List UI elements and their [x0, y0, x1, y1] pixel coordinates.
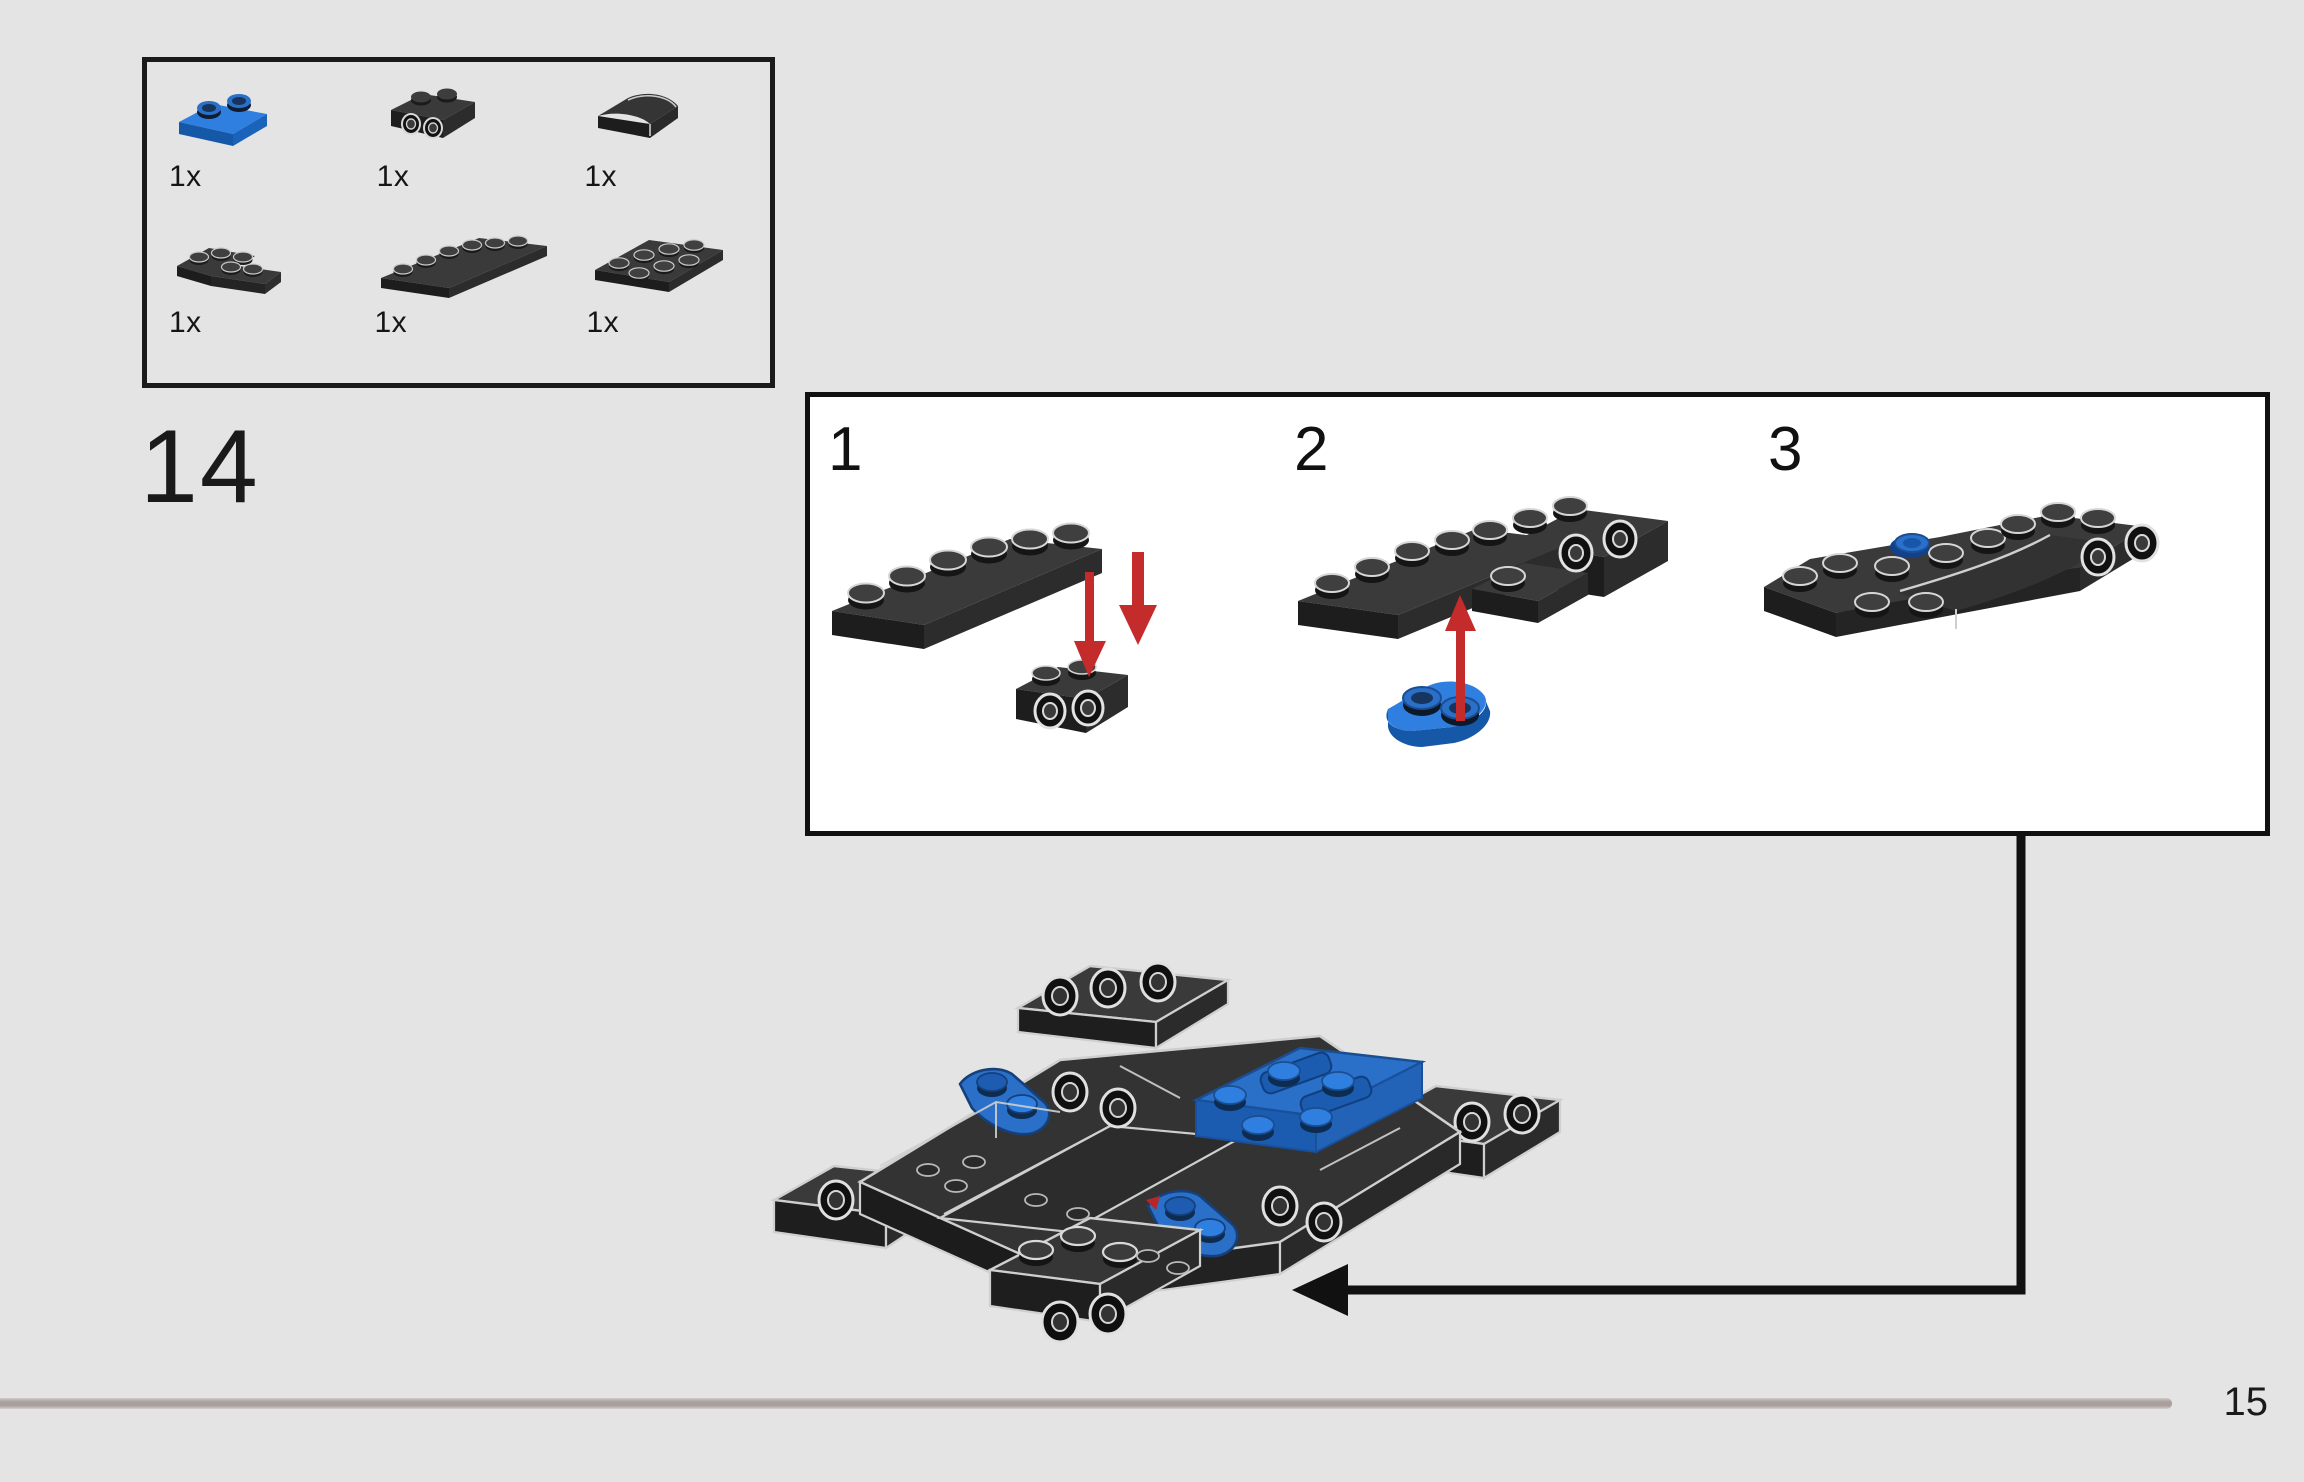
- model-plate-rear-wing: [1014, 961, 1232, 1050]
- part-item-slope-curved-2x2: 1x: [562, 76, 770, 194]
- assembly-arrow-down: [1074, 552, 1157, 677]
- step-number: 14: [140, 409, 260, 525]
- substep-1-illustration: [810, 397, 1298, 831]
- substep-3-illustration: [1750, 397, 2260, 831]
- substep-number: 2: [1294, 415, 1329, 484]
- plate-1x2-blue-icon: [169, 76, 355, 156]
- model-blue-subassembly: [1191, 1046, 1427, 1154]
- parts-row-bottom: 1x: [147, 222, 770, 340]
- parts-inventory-box: 1x: [142, 57, 775, 388]
- substep-2-illustration: [1276, 397, 1764, 831]
- substep-2: 2: [1276, 397, 1764, 831]
- part-count-label: 1x: [169, 160, 202, 193]
- part-item-plate-2x4: 1x: [565, 222, 771, 340]
- model-front-lower-bricks: [986, 1216, 1204, 1344]
- footer-divider: [0, 1398, 2172, 1409]
- substep-1: 1: [810, 397, 1298, 831]
- assembly-arrow-up: [1445, 595, 1476, 721]
- model-blue-capsule-lower: [1146, 1189, 1239, 1258]
- part-item-plate-1x2-blue: 1x: [147, 76, 355, 194]
- substep-3: 3: [1750, 397, 2260, 831]
- model-blue-capsule-upper: [958, 1067, 1051, 1136]
- part-count-label: 1x: [376, 160, 410, 193]
- part-count-label: 1x: [169, 306, 202, 339]
- plate-2x4-icon: [587, 222, 771, 302]
- main-model-illustration: [760, 870, 1630, 1350]
- part-count-label: 1x: [586, 306, 620, 339]
- page-number: 15: [2223, 1380, 2269, 1424]
- substep-panel: 1: [805, 392, 2270, 836]
- part-item-bracket-1x2-side-studs: 1x: [355, 76, 563, 194]
- model-body-studs: [916, 1155, 1190, 1275]
- substep-number: 1: [828, 415, 863, 484]
- bracket-1x2-side-studs-icon: [377, 76, 563, 156]
- part-count-label: 1x: [374, 306, 408, 339]
- plate-1x6-icon: [375, 222, 565, 302]
- part-item-plate-1x6: 1x: [353, 222, 565, 340]
- substep-number: 3: [1768, 415, 1803, 484]
- part-count-label: 1x: [584, 160, 618, 193]
- slope-curved-2x2-icon: [584, 76, 770, 156]
- plate-angled-corner-icon: [169, 222, 353, 302]
- part-item-plate-angled-corner: 1x: [147, 222, 353, 340]
- parts-row-top: 1x: [147, 76, 770, 194]
